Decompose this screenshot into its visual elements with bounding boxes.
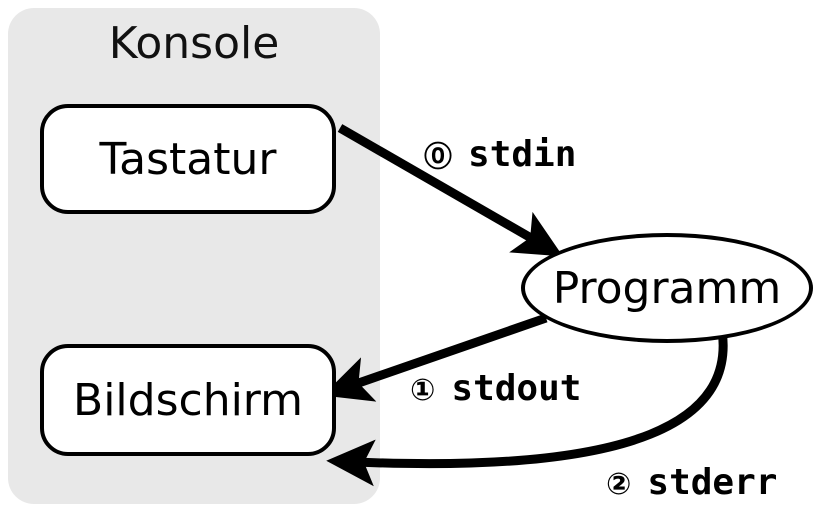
node-program: Programm: [521, 233, 813, 343]
stdout-marker-icon: ①: [410, 373, 436, 408]
edge-label-stdin: ⓪ stdin: [424, 134, 576, 175]
edge-stdout-line: [322, 313, 548, 402]
stderr-marker-icon: ②: [606, 467, 632, 502]
node-keyboard-label: Tastatur: [99, 133, 277, 185]
edge-label-stdout: ① stdout: [410, 368, 581, 409]
node-screen-label: Bildschirm: [73, 374, 303, 426]
stdin-marker-icon: ⓪: [424, 140, 453, 173]
konsole-group-label: Konsole: [108, 18, 280, 69]
edge-label-stderr: ② stderr: [606, 462, 777, 503]
stdout-label: stdout: [451, 368, 582, 409]
node-program-label: Programm: [552, 262, 782, 314]
stdin-label: stdin: [468, 134, 577, 175]
edge-stderr-line: [326, 329, 728, 487]
node-screen: Bildschirm: [40, 344, 336, 456]
node-keyboard: Tastatur: [40, 104, 336, 214]
stderr-label: stderr: [647, 462, 778, 503]
edge-stdin-line: [337, 124, 563, 257]
